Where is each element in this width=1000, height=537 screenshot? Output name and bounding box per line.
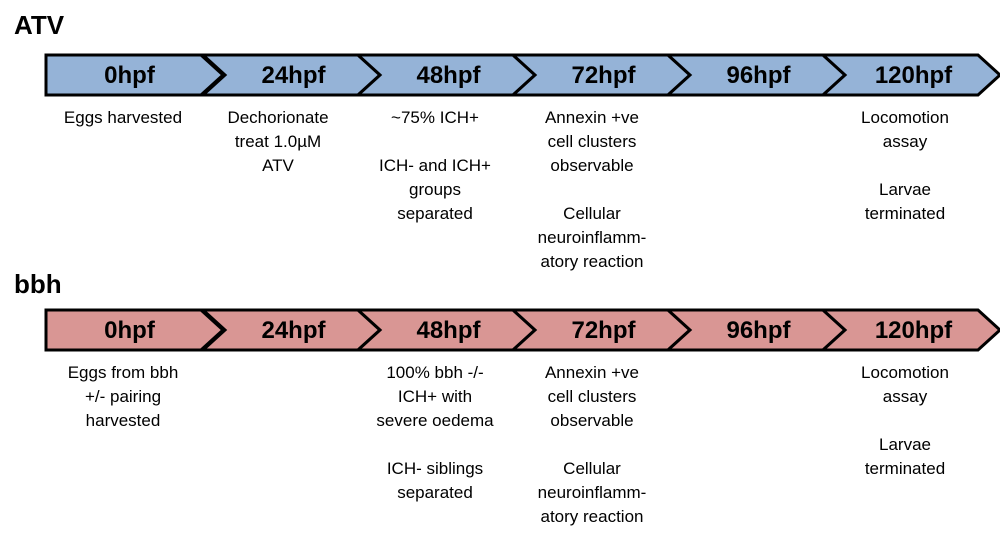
- caption-line: [830, 154, 980, 178]
- caption-line: treat 1.0µM: [234, 132, 322, 151]
- caption-line: Annexin +ve: [544, 108, 640, 127]
- stage-label: 96hpf: [726, 317, 791, 344]
- caption-line: neuroinflamm-: [537, 228, 647, 247]
- caption-line: ATV: [262, 156, 294, 175]
- caption-line: ICH+ with: [397, 387, 473, 406]
- caption-line: severe oedema: [376, 411, 494, 430]
- stage-caption: Dechorionate treat 1.0µM ATV: [203, 106, 353, 178]
- caption-line: neuroinflamm-: [537, 483, 647, 502]
- caption-line: atory reaction: [540, 507, 644, 526]
- stage-label: 48hpf: [416, 62, 481, 89]
- atv-timeline: 0hpf 24hpf 48hpf 72hpf 96hpf 120hpf: [44, 53, 1000, 97]
- stage-label: 24hpf: [261, 62, 326, 89]
- caption-line: atory reaction: [540, 252, 644, 271]
- caption-line: [360, 433, 510, 457]
- bbh-title: bbh: [14, 269, 62, 299]
- atv-title: ATV: [14, 10, 65, 40]
- caption-line: separated: [397, 204, 473, 223]
- caption-line: Annexin +ve: [544, 363, 640, 382]
- stage-label: 72hpf: [571, 62, 636, 89]
- caption-line: [830, 409, 980, 433]
- stage-chevron-120hpf: [819, 308, 1000, 352]
- caption-line: ICH- siblings: [386, 459, 484, 478]
- stage-label: 24hpf: [261, 317, 326, 344]
- caption-line: Locomotion: [861, 108, 949, 127]
- caption-line: harvested: [85, 411, 161, 430]
- stage-label: 96hpf: [726, 62, 791, 89]
- caption-line: Eggs harvested: [63, 108, 183, 127]
- stage-chevron-120hpf: [819, 53, 1000, 97]
- bbh-timeline: 0hpf 24hpf 48hpf 72hpf 96hpf 120hpf: [44, 308, 1000, 352]
- caption-line: terminated: [864, 459, 946, 478]
- caption-line: observable: [550, 411, 634, 430]
- caption-line: [517, 433, 667, 457]
- caption-line: groups: [409, 180, 461, 199]
- stage-caption: ~75% ICH+ ICH- and ICH+ groups separated: [360, 106, 510, 226]
- stage-label: 120hpf: [875, 62, 953, 89]
- caption-line: separated: [397, 483, 473, 502]
- stage-label: 0hpf: [104, 62, 156, 89]
- caption-line: Locomotion: [861, 363, 949, 382]
- stage-label: 48hpf: [416, 317, 481, 344]
- caption-line: Dechorionate: [227, 108, 329, 127]
- stage-label: 0hpf: [104, 317, 156, 344]
- caption-line: Larvae: [879, 180, 931, 199]
- caption-line: Cellular: [563, 204, 621, 223]
- caption-line: ICH- and ICH+: [379, 156, 491, 175]
- caption-line: 100% bbh -/-: [386, 363, 484, 382]
- caption-line: terminated: [864, 204, 946, 223]
- stage-label: 72hpf: [571, 317, 636, 344]
- stage-caption: Eggs harvested: [48, 106, 198, 130]
- caption-line: [517, 178, 667, 202]
- caption-line: assay: [882, 132, 928, 151]
- caption-line: assay: [882, 387, 928, 406]
- caption-line: Eggs from bbh: [67, 363, 179, 382]
- caption-line: Cellular: [563, 459, 621, 478]
- caption-line: cell clusters: [547, 132, 637, 151]
- caption-line: cell clusters: [547, 387, 637, 406]
- caption-line: observable: [550, 156, 634, 175]
- stage-caption: Eggs from bbh +/- pairing harvested: [48, 361, 198, 433]
- caption-line: +/- pairing: [84, 387, 162, 406]
- caption-line: [360, 130, 510, 154]
- stage-label: 120hpf: [875, 317, 953, 344]
- caption-line: ~75% ICH+: [391, 108, 479, 127]
- caption-line: Larvae: [879, 435, 931, 454]
